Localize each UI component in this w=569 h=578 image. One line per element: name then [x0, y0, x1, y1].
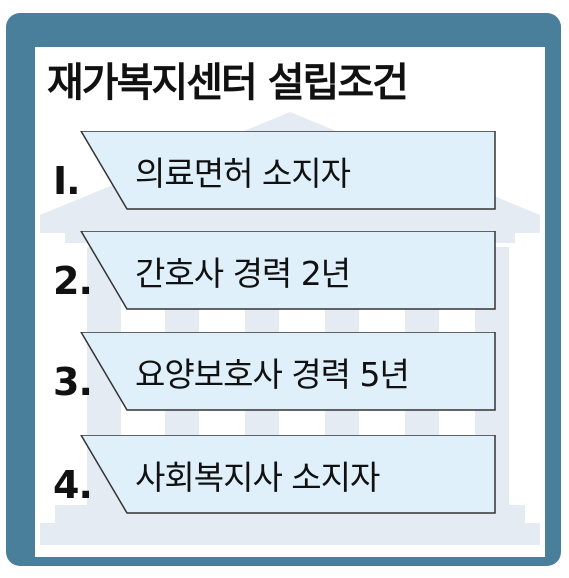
list-item: 3. 요양보호사 경력 5년: [35, 332, 545, 416]
banner-shape: [80, 435, 496, 514]
item-number: 4.: [53, 463, 93, 507]
item-label: 요양보호사 경력 5년: [135, 355, 410, 394]
page-title: 재가복지센터 설립조건: [47, 60, 409, 106]
banner-shape: [80, 131, 496, 210]
item-number: 3.: [53, 360, 93, 404]
content-panel: 재가복지센터 설립조건 I. 의료면허 소지자 2. 간호사 경력 2년 3. …: [35, 47, 545, 557]
item-number: 2.: [53, 259, 93, 303]
list-item: 2. 간호사 경력 2년: [35, 231, 545, 315]
item-label: 의료면허 소지자: [135, 154, 351, 193]
list-item: 4. 사회복지사 소지자: [35, 435, 545, 519]
item-label: 간호사 경력 2년: [135, 254, 351, 293]
banner-shape: [80, 332, 496, 411]
outer-frame: 재가복지센터 설립조건 I. 의료면허 소지자 2. 간호사 경력 2년 3. …: [6, 13, 561, 566]
list-item: I. 의료면허 소지자: [35, 131, 545, 215]
item-number: I.: [53, 159, 81, 203]
banner-shape: [80, 231, 496, 310]
item-label: 사회복지사 소지자: [135, 458, 380, 497]
